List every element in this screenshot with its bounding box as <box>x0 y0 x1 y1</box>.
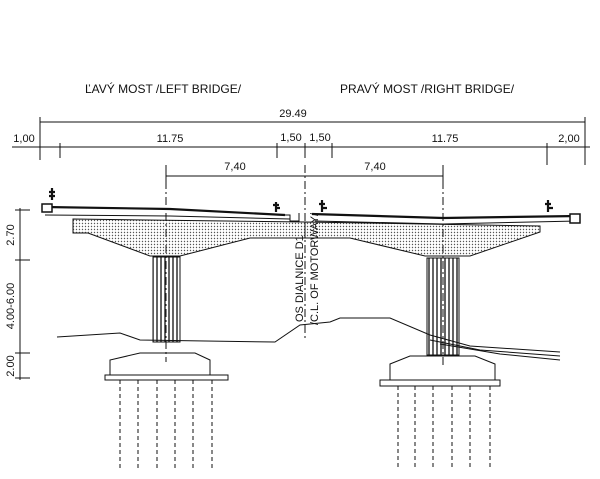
dim-label: 7,40 <box>224 161 245 173</box>
dimension-total: 29.49 <box>39 108 586 165</box>
dim-label: 2.70 <box>5 224 17 245</box>
right-box-girder <box>304 221 541 257</box>
centerline-label: OS DIALNICE D1 <box>294 235 306 322</box>
left-footing <box>104 352 229 381</box>
left-deck <box>41 188 300 222</box>
dim-label: 11.75 <box>157 133 184 145</box>
centerline-label-en: /C.L. OF MOTORWAY/ <box>309 212 321 325</box>
piles <box>119 380 491 470</box>
right-bridge-title: PRAVÝ MOST /RIGHT BRIDGE/ <box>340 81 515 96</box>
dim-label: 1,00 <box>13 133 34 145</box>
dim-total-label: 29.49 <box>279 108 307 120</box>
dim-label: 2.00 <box>5 355 17 376</box>
dim-label: 4.00-6.00 <box>5 283 17 329</box>
right-deck <box>311 200 581 225</box>
dim-label: 11.75 <box>432 133 459 145</box>
dim-label: 7,40 <box>364 161 385 173</box>
dimension-vertical: 2.70 4.00-6.00 2.00 <box>5 208 30 380</box>
dimension-row-2: 1,00 11.75 1,50 1,50 11.75 2,00 <box>12 132 590 165</box>
left-bridge-title: ĽAVÝ MOST /LEFT BRIDGE/ <box>85 81 242 96</box>
dim-label: 2,00 <box>558 133 579 145</box>
dim-label: 1,50 <box>309 132 330 144</box>
right-footing <box>379 355 501 387</box>
left-box-girder <box>72 218 306 257</box>
dim-label: 1,50 <box>280 132 301 144</box>
ground-line <box>56 317 561 361</box>
